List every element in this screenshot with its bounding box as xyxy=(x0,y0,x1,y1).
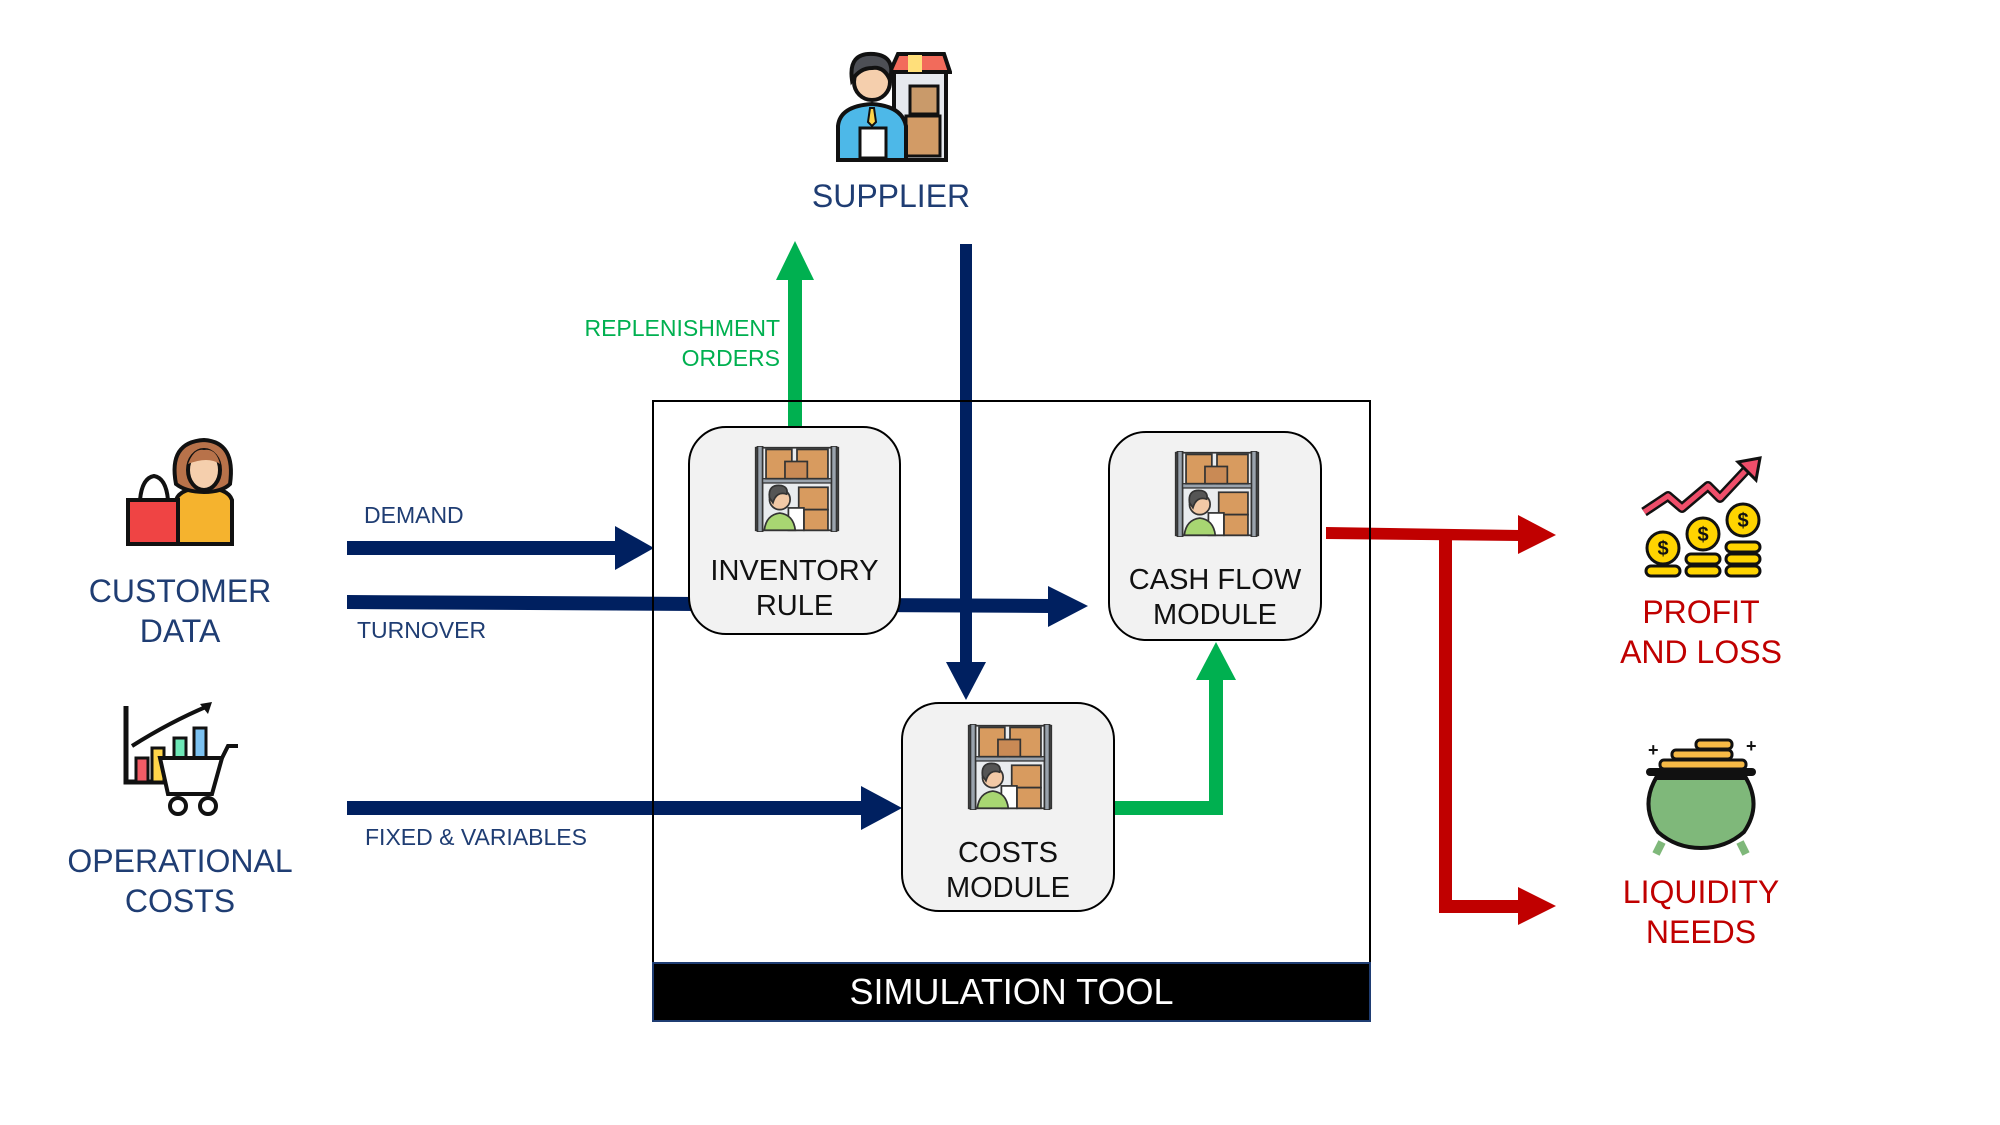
replenishment-label-line1: REPLENISHMENT xyxy=(584,315,780,341)
warehouse-worker-icon xyxy=(1174,451,1260,537)
costs-module: COSTS MODULE xyxy=(901,702,1115,912)
pot-of-gold-icon: + + xyxy=(1646,736,1757,856)
simulation-tool-title: SIMULATION TOOL xyxy=(652,962,1371,1022)
rising-coins-icon: $ $ $ xyxy=(1641,456,1762,578)
inventory-rule-label-line1: INVENTORY xyxy=(710,555,879,587)
inventory-rule-label-line2: RULE xyxy=(755,590,834,622)
chart-cart-icon xyxy=(123,702,238,816)
svg-text:+: + xyxy=(1648,740,1659,760)
operational-costs-label-line1: OPERATIONAL xyxy=(67,843,293,879)
costs-label-line2: MODULE xyxy=(945,872,1071,904)
svg-text:+: + xyxy=(1746,736,1757,756)
cashflow-output-arrow xyxy=(1326,515,1556,925)
warehouse-worker-icon xyxy=(754,446,840,532)
fixed-variables-arrow xyxy=(347,786,902,830)
cash-flow-module: CASH FLOW MODULE xyxy=(1108,431,1322,641)
demand-arrow xyxy=(347,526,654,570)
cash-flow-label-line1: CASH FLOW xyxy=(1128,564,1302,596)
svg-text:$: $ xyxy=(1737,510,1748,532)
operational-costs-label-line2: COSTS xyxy=(124,883,236,919)
costs-label-line1: COSTS xyxy=(958,837,1058,869)
customer-data-label-line1: CUSTOMER xyxy=(88,573,272,609)
replenishment-label-line2: ORDERS xyxy=(681,345,780,371)
svg-text:$: $ xyxy=(1697,524,1708,546)
cash-flow-label-line2: MODULE xyxy=(1152,599,1278,631)
liquidity-needs-label-line2: NEEDS xyxy=(1645,914,1757,950)
warehouse-worker-icon xyxy=(967,724,1053,810)
customer-data-label-line2: DATA xyxy=(139,613,221,649)
shopper-icon xyxy=(126,437,234,546)
costs-to-cashflow-arrow xyxy=(1115,642,1236,815)
fixed-variables-flow-label: FIXED & VARIABLES xyxy=(365,824,587,850)
profit-loss-label-line2: AND LOSS xyxy=(1620,634,1782,670)
liquidity-needs-label-line1: LIQUIDITY xyxy=(1622,874,1780,910)
replenishment-arrow xyxy=(776,241,814,426)
supplier-label: SUPPLIER xyxy=(811,178,971,214)
turnover-flow-label: TURNOVER xyxy=(357,617,487,643)
inventory-rule-module: INVENTORY RULE xyxy=(688,426,901,635)
svg-text:$: $ xyxy=(1657,538,1668,560)
supplier-to-costs-arrow xyxy=(946,244,986,700)
profit-loss-label-line1: PROFIT xyxy=(1642,594,1760,630)
demand-flow-label: DEMAND xyxy=(364,502,464,528)
supplier-shop-icon xyxy=(836,51,952,162)
